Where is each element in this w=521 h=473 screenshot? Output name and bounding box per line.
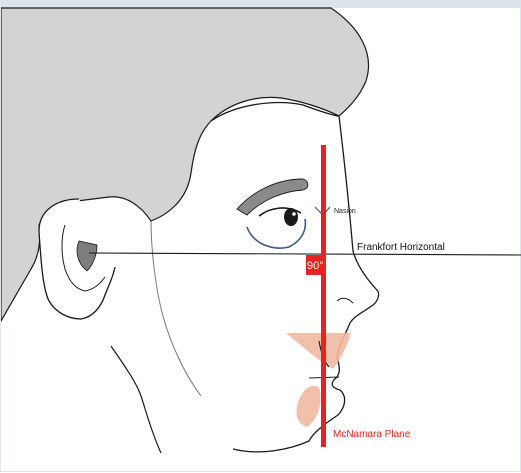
mcnamara-plane-line: [321, 145, 326, 447]
jaw-line: [151, 221, 201, 396]
eye-pupil: [284, 208, 298, 226]
frankfort-horizontal-line: [89, 253, 521, 255]
neck-outline: [111, 346, 161, 453]
ear-outline: [39, 199, 115, 319]
nostril: [337, 298, 353, 303]
mcnamara-plane-label: McNamara Plane: [333, 429, 411, 440]
nasion-label: Nasion: [334, 208, 356, 215]
angle-label: 90°: [307, 260, 324, 272]
frankfort-horizontal-label: Frankfort Horizontal: [357, 242, 445, 253]
eye-glint: [292, 212, 296, 216]
upper-lip-highlight: [286, 333, 351, 369]
eye-socket-ring: [247, 219, 305, 248]
face-outline: [211, 103, 379, 452]
lower-lip-highlight: [296, 386, 320, 427]
